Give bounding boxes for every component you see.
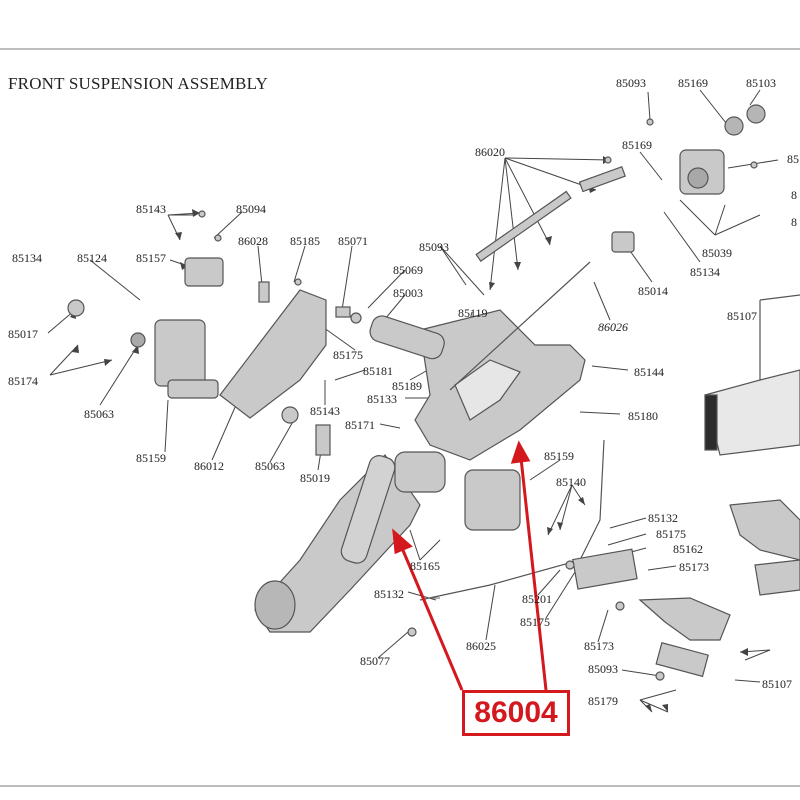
top-border <box>0 48 800 50</box>
part-label-p85cut3: 8 <box>791 215 797 229</box>
part-label-p85159a: 85159 <box>544 449 574 463</box>
part-label-p85107b: 85107 <box>762 677 792 691</box>
part-label-p86026: 86026 <box>598 320 628 334</box>
part-label-p85124: 85124 <box>77 251 107 265</box>
part-label-p85132b: 85132 <box>374 587 404 601</box>
part-label-p85180: 85180 <box>628 409 658 423</box>
part-label-p85107a: 85107 <box>727 309 757 323</box>
part-label-p85077: 85077 <box>360 654 390 668</box>
part-label-p85134b: 85134 <box>12 251 42 265</box>
part-label-p85093a: 85093 <box>616 76 646 90</box>
part-label-p85181: 85181 <box>363 364 393 378</box>
part-label-p85143b: 85143 <box>310 404 340 418</box>
part-label-p85093c: 85093 <box>588 662 618 676</box>
part-label-p85140: 85140 <box>556 475 586 489</box>
part-label-p86025: 86025 <box>466 639 496 653</box>
part-label-p85174: 85174 <box>8 374 38 388</box>
callout-box: 86004 <box>462 690 570 736</box>
part-label-p85134a: 85134 <box>690 265 720 279</box>
page-title: FRONT SUSPENSION ASSEMBLY <box>8 74 268 93</box>
part-label-p85103: 85103 <box>746 76 776 90</box>
part-label-p85039: 85039 <box>702 246 732 260</box>
part-label-p85133: 85133 <box>367 392 397 406</box>
part-label-p85069: 85069 <box>393 263 423 277</box>
part-label-p85175a: 85175 <box>333 348 363 362</box>
part-label-p85071: 85071 <box>338 234 368 248</box>
part-label-p85143a: 85143 <box>136 202 166 216</box>
part-label-p85119: 85119 <box>458 306 488 320</box>
bottom-border <box>0 785 800 787</box>
part-label-p85159b: 85159 <box>136 451 166 465</box>
part-label-p85169a: 85169 <box>678 76 708 90</box>
part-label-p85165: 85165 <box>410 559 440 573</box>
part-label-p85185: 85185 <box>290 234 320 248</box>
part-label-p85cut1: 85 <box>787 152 799 166</box>
part-label-p86028: 86028 <box>238 234 268 248</box>
part-label-p85063b: 85063 <box>255 459 285 473</box>
part-label-p85014: 85014 <box>638 284 668 298</box>
part-label-p85017: 85017 <box>8 327 38 341</box>
part-label-p85201: 85201 <box>522 592 552 606</box>
part-label-p85175c: 85175 <box>520 615 550 629</box>
part-label-p85175b: 85175 <box>656 527 686 541</box>
part-label-p85093b: 85093 <box>419 240 449 254</box>
part-label-p86020: 86020 <box>475 145 505 159</box>
part-label-p85162: 85162 <box>673 542 703 556</box>
part-label-p85063a: 85063 <box>84 407 114 421</box>
part-label-p85179: 85179 <box>588 694 618 708</box>
part-label-p85171: 85171 <box>345 418 375 432</box>
part-label-p85019: 85019 <box>300 471 330 485</box>
part-label-p85173a: 85173 <box>679 560 709 574</box>
part-label-p85132a: 85132 <box>648 511 678 525</box>
part-label-p85169b: 85169 <box>622 138 652 152</box>
part-label-p85173b: 85173 <box>584 639 614 653</box>
callout-part-number: 86004 <box>474 696 558 729</box>
part-label-p85094: 85094 <box>236 202 266 216</box>
part-label-p85189: 85189 <box>392 379 422 393</box>
part-label-p85003: 85003 <box>393 286 423 300</box>
part-label-p86012: 86012 <box>194 459 224 473</box>
part-label-p85144: 85144 <box>634 365 664 379</box>
part-label-p85cut2: 8 <box>791 188 797 202</box>
part-label-p85157: 85157 <box>136 251 166 265</box>
